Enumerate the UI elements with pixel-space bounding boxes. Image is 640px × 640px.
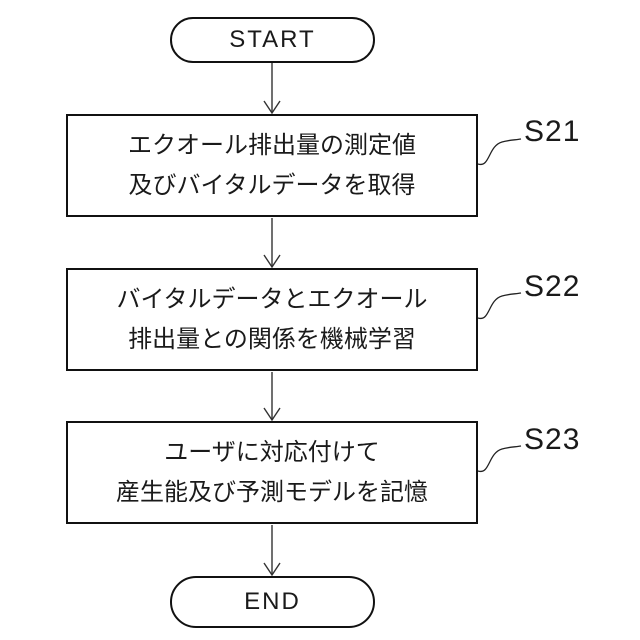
step-box-s23: ユーザに対応付けて 産生能及び予測モデルを記憶 xyxy=(66,421,478,524)
end-terminal-label: END xyxy=(244,588,301,615)
step-box-s22-line-2: 排出量との関係を機械学習 xyxy=(128,325,416,353)
flow-arrow-s23-to-end xyxy=(263,525,281,577)
step-box-s22-line-1: バイタルデータとエクオール xyxy=(116,285,428,313)
flow-arrow-s22-to-s23 xyxy=(263,372,281,422)
step-box-s23-line-1: ユーザに対応付けて xyxy=(164,438,380,466)
step-label-s22: S22 xyxy=(524,270,581,303)
flow-arrow-start-to-s21 xyxy=(263,63,281,115)
start-terminal: START xyxy=(170,17,375,63)
step-box-s21-line-1: エクオール排出量の測定値 xyxy=(128,131,416,159)
start-terminal-label: START xyxy=(229,26,316,53)
step-box-s22: バイタルデータとエクオール 排出量との関係を機械学習 xyxy=(66,268,478,371)
step-box-s21-line-2: 及びバイタルデータを取得 xyxy=(128,171,416,199)
flow-arrow-s21-to-s22 xyxy=(263,218,281,269)
step-label-s23: S23 xyxy=(524,423,581,456)
leader-line-s22 xyxy=(477,292,522,320)
leader-line-s21 xyxy=(477,138,522,166)
step-box-s21: エクオール排出量の測定値 及びバイタルデータを取得 xyxy=(66,114,478,217)
step-label-s21: S21 xyxy=(524,115,581,148)
leader-line-s23 xyxy=(477,445,522,473)
step-box-s23-line-2: 産生能及び予測モデルを記憶 xyxy=(116,478,428,506)
end-terminal: END xyxy=(170,576,375,628)
